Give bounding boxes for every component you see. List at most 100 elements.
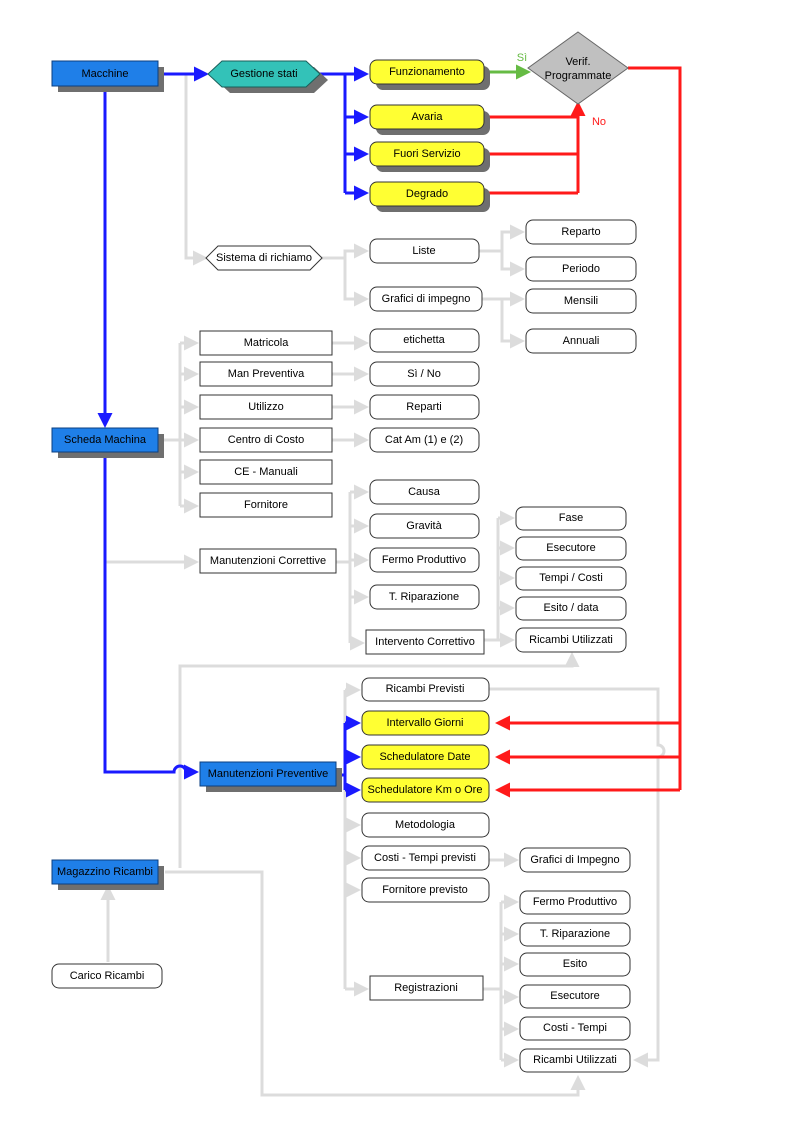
- node-fornitore-label: Fornitore: [244, 499, 288, 511]
- node-t-riparazione-label: T. Riparazione: [389, 591, 459, 603]
- node-esito-label: Esito: [563, 958, 587, 970]
- node-man-preventive-label: Manutenzioni Preventive: [208, 768, 328, 780]
- node-sistema-richiamo[interactable]: Sistema di richiamo: [205, 245, 323, 271]
- node-esecutore-label: Esecutore: [546, 542, 596, 554]
- node-reparti-label: Reparti: [406, 401, 441, 413]
- node-man-preventive[interactable]: Manutenzioni Preventive: [199, 761, 342, 792]
- node-centro-costo[interactable]: Centro di Costo: [199, 427, 333, 453]
- node-magazzino-ricambi-label: Magazzino Ricambi: [57, 866, 153, 878]
- node-avaria-label: Avaria: [412, 111, 444, 123]
- node-magazzino-ricambi[interactable]: Magazzino Ricambi: [51, 859, 164, 890]
- node-verif-label-1: Verif.: [565, 56, 590, 68]
- node-causa[interactable]: Causa: [369, 479, 480, 505]
- node-grafici-impegno[interactable]: Grafici di impegno: [369, 286, 483, 312]
- node-intervallo-giorni-label: Intervallo Giorni: [386, 717, 463, 729]
- node-ricambi-utilizzati-1[interactable]: Ricambi Utilizzati: [515, 627, 627, 653]
- node-carico-ricambi-label: Carico Ricambi: [70, 970, 145, 982]
- node-avaria[interactable]: Avaria: [369, 104, 490, 135]
- node-fornitore[interactable]: Fornitore: [199, 492, 333, 518]
- node-schedulatore-km-label: Schedulatore Km o Ore: [368, 784, 483, 796]
- node-liste-label: Liste: [412, 245, 435, 257]
- node-grafici-impegno-label: Grafici di impegno: [382, 293, 471, 305]
- node-reparto[interactable]: Reparto: [525, 219, 637, 245]
- node-registrazioni[interactable]: Registrazioni: [369, 975, 484, 1001]
- node-fuori-servizio-label: Fuori Servizio: [393, 148, 460, 160]
- node-utilizzo-label: Utilizzo: [248, 401, 283, 413]
- node-reparto-label: Reparto: [561, 226, 600, 238]
- node-scheda-machina[interactable]: Scheda Machina: [51, 427, 164, 458]
- node-utilizzo[interactable]: Utilizzo: [199, 394, 333, 420]
- node-t-riparazione[interactable]: T. Riparazione: [369, 584, 480, 610]
- node-periodo[interactable]: Periodo: [525, 256, 637, 282]
- node-fermo-produttivo[interactable]: Fermo Produttivo: [369, 547, 480, 573]
- node-esito-data[interactable]: Esito / data: [515, 596, 627, 621]
- node-matricola[interactable]: Matricola: [199, 330, 333, 356]
- node-gestione-stati[interactable]: Gestione stati: [207, 60, 328, 93]
- node-esito[interactable]: Esito: [519, 952, 631, 977]
- node-intervento-correttivo-label: Intervento Correttivo: [375, 636, 475, 648]
- node-degrado-label: Degrado: [406, 188, 448, 200]
- node-metodologia-label: Metodologia: [395, 819, 456, 831]
- node-fornitore-previsto[interactable]: Fornitore previsto: [361, 877, 490, 903]
- node-verif-programmate[interactable]: Verif. Programmate: [527, 31, 629, 105]
- node-intervento-correttivo[interactable]: Intervento Correttivo: [365, 629, 485, 655]
- node-gravita[interactable]: Gravità: [369, 513, 480, 539]
- node-ce-manuali[interactable]: CE - Manuali: [199, 459, 333, 485]
- node-fermo-produttivo-2[interactable]: Fermo Produttivo: [519, 890, 631, 915]
- node-metodologia[interactable]: Metodologia: [361, 812, 490, 838]
- node-mensili-label: Mensili: [564, 295, 598, 307]
- node-man-preventiva[interactable]: Man Preventiva: [199, 361, 333, 387]
- blue-connectors: [97, 66, 369, 798]
- node-liste[interactable]: Liste: [369, 238, 480, 264]
- node-schedulatore-date[interactable]: Schedulatore Date: [361, 744, 490, 770]
- node-carico-ricambi[interactable]: Carico Ricambi: [51, 963, 163, 989]
- node-matricola-label: Matricola: [244, 337, 290, 349]
- node-ce-manuali-label: CE - Manuali: [234, 466, 298, 478]
- node-fase-label: Fase: [559, 512, 583, 524]
- node-t-riparazione-2-label: T. Riparazione: [540, 928, 610, 940]
- node-cat-am-label: Cat Am (1) e (2): [385, 434, 463, 446]
- node-gestione-stati-label: Gestione stati: [230, 68, 297, 80]
- node-macchine[interactable]: Macchine: [51, 60, 164, 92]
- node-fase[interactable]: Fase: [515, 506, 627, 531]
- node-registrazioni-label: Registrazioni: [394, 982, 458, 994]
- node-funzionamento[interactable]: Funzionamento: [369, 59, 490, 90]
- node-gravita-label: Gravità: [406, 520, 442, 532]
- node-ricambi-utilizzati-2[interactable]: Ricambi Utilizzati: [519, 1048, 631, 1073]
- node-etichetta[interactable]: etichetta: [369, 328, 480, 353]
- node-annuali[interactable]: Annuali: [525, 328, 637, 354]
- node-man-correttive[interactable]: Manutenzioni Correttive: [199, 548, 337, 574]
- node-esecutore[interactable]: Esecutore: [515, 536, 627, 561]
- node-tempi-costi-label: Tempi / Costi: [539, 572, 603, 584]
- node-etichetta-label: etichetta: [403, 334, 445, 346]
- node-ricambi-utilizzati-2-label: Ricambi Utilizzati: [533, 1054, 617, 1066]
- node-fermo-produttivo-2-label: Fermo Produttivo: [533, 896, 617, 908]
- node-man-correttive-label: Manutenzioni Correttive: [210, 555, 326, 567]
- node-fuori-servizio[interactable]: Fuori Servizio: [369, 141, 490, 172]
- node-si-no-label: Sì / No: [407, 368, 441, 380]
- node-macchine-label: Macchine: [81, 68, 128, 80]
- node-tempi-costi[interactable]: Tempi / Costi: [515, 566, 627, 591]
- node-fermo-produttivo-label: Fermo Produttivo: [382, 554, 466, 566]
- node-t-riparazione-2[interactable]: T. Riparazione: [519, 922, 631, 947]
- node-si-no[interactable]: Sì / No: [369, 361, 480, 387]
- node-grafici-impegno-2[interactable]: Grafici di Impegno: [519, 847, 631, 873]
- node-costi-tempi-previsti[interactable]: Costi - Tempi previsti: [361, 845, 490, 871]
- label-no: No: [592, 116, 606, 128]
- node-esito-data-label: Esito / data: [543, 602, 599, 614]
- node-scheda-machina-label: Scheda Machina: [64, 434, 147, 446]
- decision-connectors: [485, 64, 682, 798]
- node-schedulatore-km[interactable]: Schedulatore Km o Ore: [361, 777, 490, 803]
- node-costi-tempi[interactable]: Costi - Tempi: [519, 1016, 631, 1041]
- node-grafici-impegno-2-label: Grafici di Impegno: [530, 854, 619, 866]
- node-mensili[interactable]: Mensili: [525, 288, 637, 314]
- node-schedulatore-date-label: Schedulatore Date: [379, 751, 470, 763]
- node-cat-am[interactable]: Cat Am (1) e (2): [369, 427, 480, 453]
- node-reparti[interactable]: Reparti: [369, 394, 480, 420]
- node-degrado[interactable]: Degrado: [369, 181, 490, 212]
- node-intervallo-giorni[interactable]: Intervallo Giorni: [361, 710, 490, 736]
- node-ricambi-previsti[interactable]: Ricambi Previsti: [361, 677, 490, 702]
- node-esecutore-2[interactable]: Esecutore: [519, 984, 631, 1009]
- node-ricambi-utilizzati-1-label: Ricambi Utilizzati: [529, 634, 613, 646]
